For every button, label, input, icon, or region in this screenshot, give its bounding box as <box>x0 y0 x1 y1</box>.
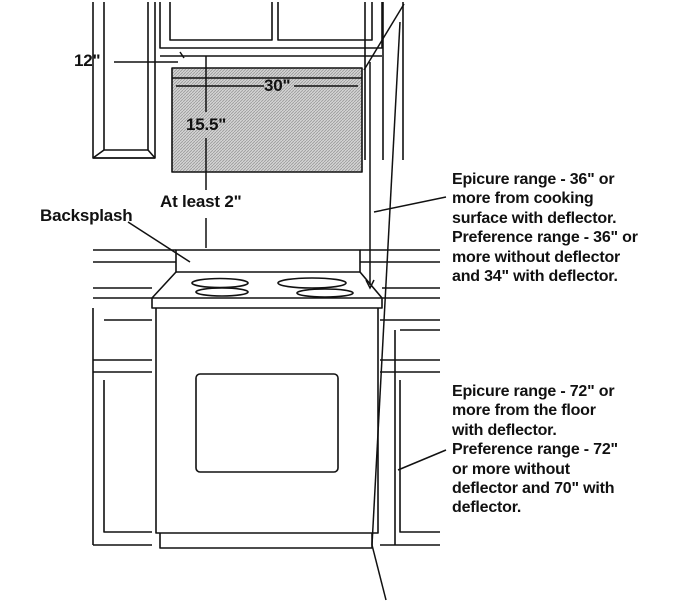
note-line: Preference range - 72" <box>452 441 618 459</box>
note-line: surface with deflector. <box>452 209 617 227</box>
note-cooking-surface: Epicure range - 36" or more from cooking… <box>452 170 638 286</box>
note-line: deflector and 70" with <box>452 480 615 498</box>
arrow-cooking-surface <box>365 279 375 290</box>
countertop-left <box>93 249 176 299</box>
note-line: and 34" with deflector. <box>452 268 618 286</box>
lower-cabinet-left <box>92 308 152 546</box>
leader-backsplash <box>127 221 191 263</box>
upper-cabinet-left <box>92 2 156 159</box>
leader-top-right <box>363 3 405 71</box>
tick-12 <box>179 51 185 59</box>
note-line: more from cooking <box>452 190 594 208</box>
note-line: more from the floor <box>452 402 596 420</box>
label-at-least-2: At least 2" <box>160 192 242 211</box>
upper-cabinet-center <box>159 2 383 57</box>
dim-floor <box>371 21 401 546</box>
note-line: Epicure range - 36" or <box>452 171 615 188</box>
label-backsplash: Backsplash <box>40 206 133 225</box>
lower-cabinet-right <box>380 319 440 546</box>
note-line: with deflector. <box>452 421 557 439</box>
note-line: or more without <box>452 460 570 478</box>
label-15-5-inch: 15.5" <box>186 115 227 134</box>
note-line: deflector. <box>452 499 522 517</box>
note-line: more without deflector <box>452 248 621 266</box>
note-floor: Epicure range - 72" or more from the flo… <box>452 382 618 518</box>
range <box>151 249 383 549</box>
label-30-inch: 30" <box>264 76 291 95</box>
leader-note-cooking <box>373 196 447 213</box>
upper-cabinet-right <box>364 2 404 160</box>
leader-floor-bottom <box>371 544 387 601</box>
dimension-lines <box>114 3 447 601</box>
countertop-right <box>360 249 440 299</box>
note-line: Preference range - 36" or <box>452 229 638 247</box>
note-line: Epicure range - 72" or <box>452 383 615 400</box>
leader-note-floor <box>397 449 447 471</box>
label-12-inch: 12" <box>74 51 101 70</box>
